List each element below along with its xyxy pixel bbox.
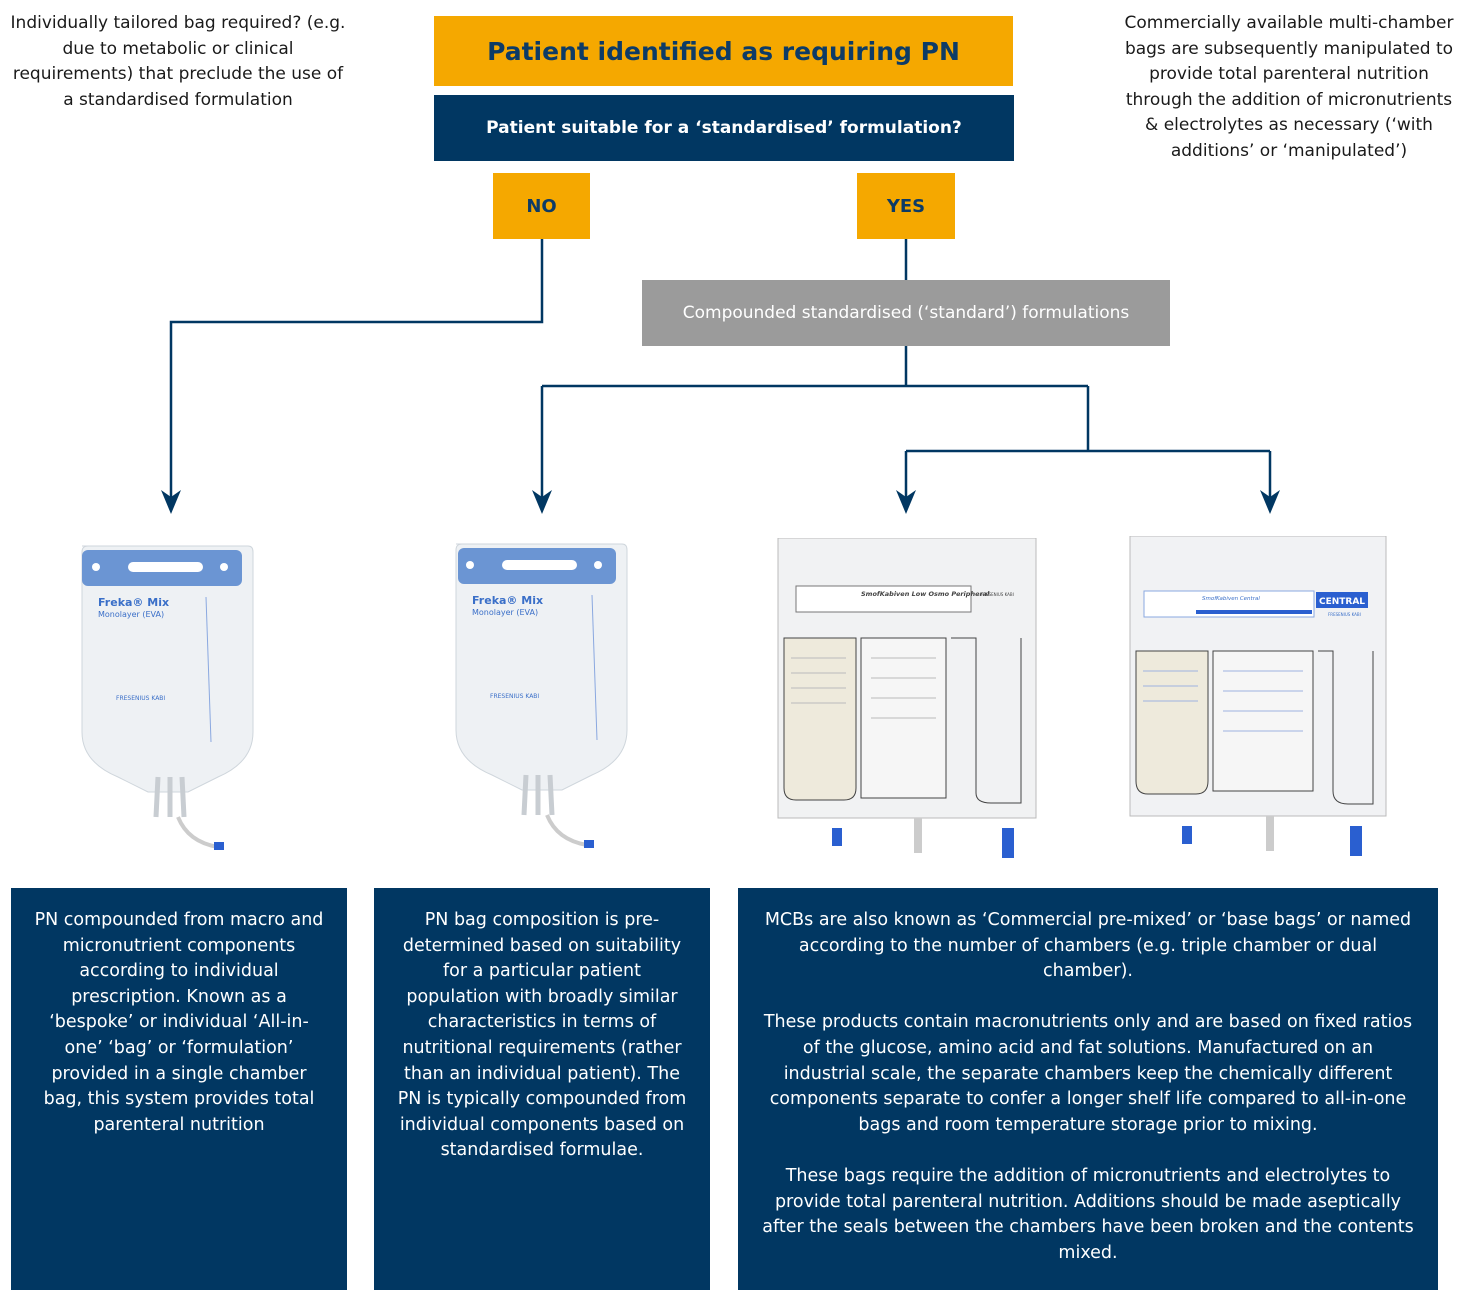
bag-badge: CENTRAL <box>1319 597 1365 607</box>
connector-standard <box>540 346 1272 500</box>
bag-brand: Freka® Mix <box>472 594 543 607</box>
title-box: Patient identified as requiring PN <box>434 16 1013 86</box>
bag-brand: Freka® Mix <box>98 596 169 609</box>
bag-maker: FRESENIUS KABI <box>116 695 165 702</box>
smofkabiven-peripheral-bag-image: SmofKabiven Low Osmo Peripheral FRESENIU… <box>776 537 1038 867</box>
arrow-head <box>1260 490 1280 514</box>
bag-brand: SmofKabiven Central <box>1202 596 1260 602</box>
question-box: Patient suitable for a ‘standardised’ fo… <box>434 95 1014 161</box>
bag-maker: FRESENIUS KABI <box>1328 612 1361 617</box>
freka-mix-bag-image: Freka® Mix Monolayer (EVA) FRESENIUS KAB… <box>78 542 258 861</box>
mcb-description-box: MCBs are also known as ‘Commercial pre-m… <box>738 888 1438 1290</box>
connector-no <box>169 239 544 500</box>
bag-sub: Monolayer (EVA) <box>472 608 538 617</box>
arrow-head <box>161 490 181 514</box>
yes-box: YES <box>857 173 955 239</box>
bag-maker: FRESENIUS KABI <box>981 592 1014 597</box>
right-note: Commercially available multi-chamber bag… <box>1124 13 1454 161</box>
arrow-head <box>896 490 916 514</box>
left-note: Individually tailored bag required? (e.g… <box>10 13 346 110</box>
bag-sub: Monolayer (EVA) <box>98 610 164 619</box>
bag-brand: SmofKabiven Low Osmo Peripheral <box>861 590 990 598</box>
smofkabiven-central-bag-image: SmofKabiven Central CENTRAL FRESENIUS KA… <box>1128 535 1390 865</box>
no-box: NO <box>493 173 590 239</box>
freka-mix-bag-image: Freka® Mix Monolayer (EVA) FRESENIUS KAB… <box>452 540 632 859</box>
arrow-head <box>532 490 552 514</box>
bespoke-description-box: PN compounded from macro and micronutrie… <box>11 888 347 1290</box>
bag-maker: FRESENIUS KABI <box>490 693 539 700</box>
standard-formulations-box: Compounded standardised (‘standard’) for… <box>642 280 1170 346</box>
standardised-description-box: PN bag composition is pre-determined bas… <box>374 888 710 1290</box>
